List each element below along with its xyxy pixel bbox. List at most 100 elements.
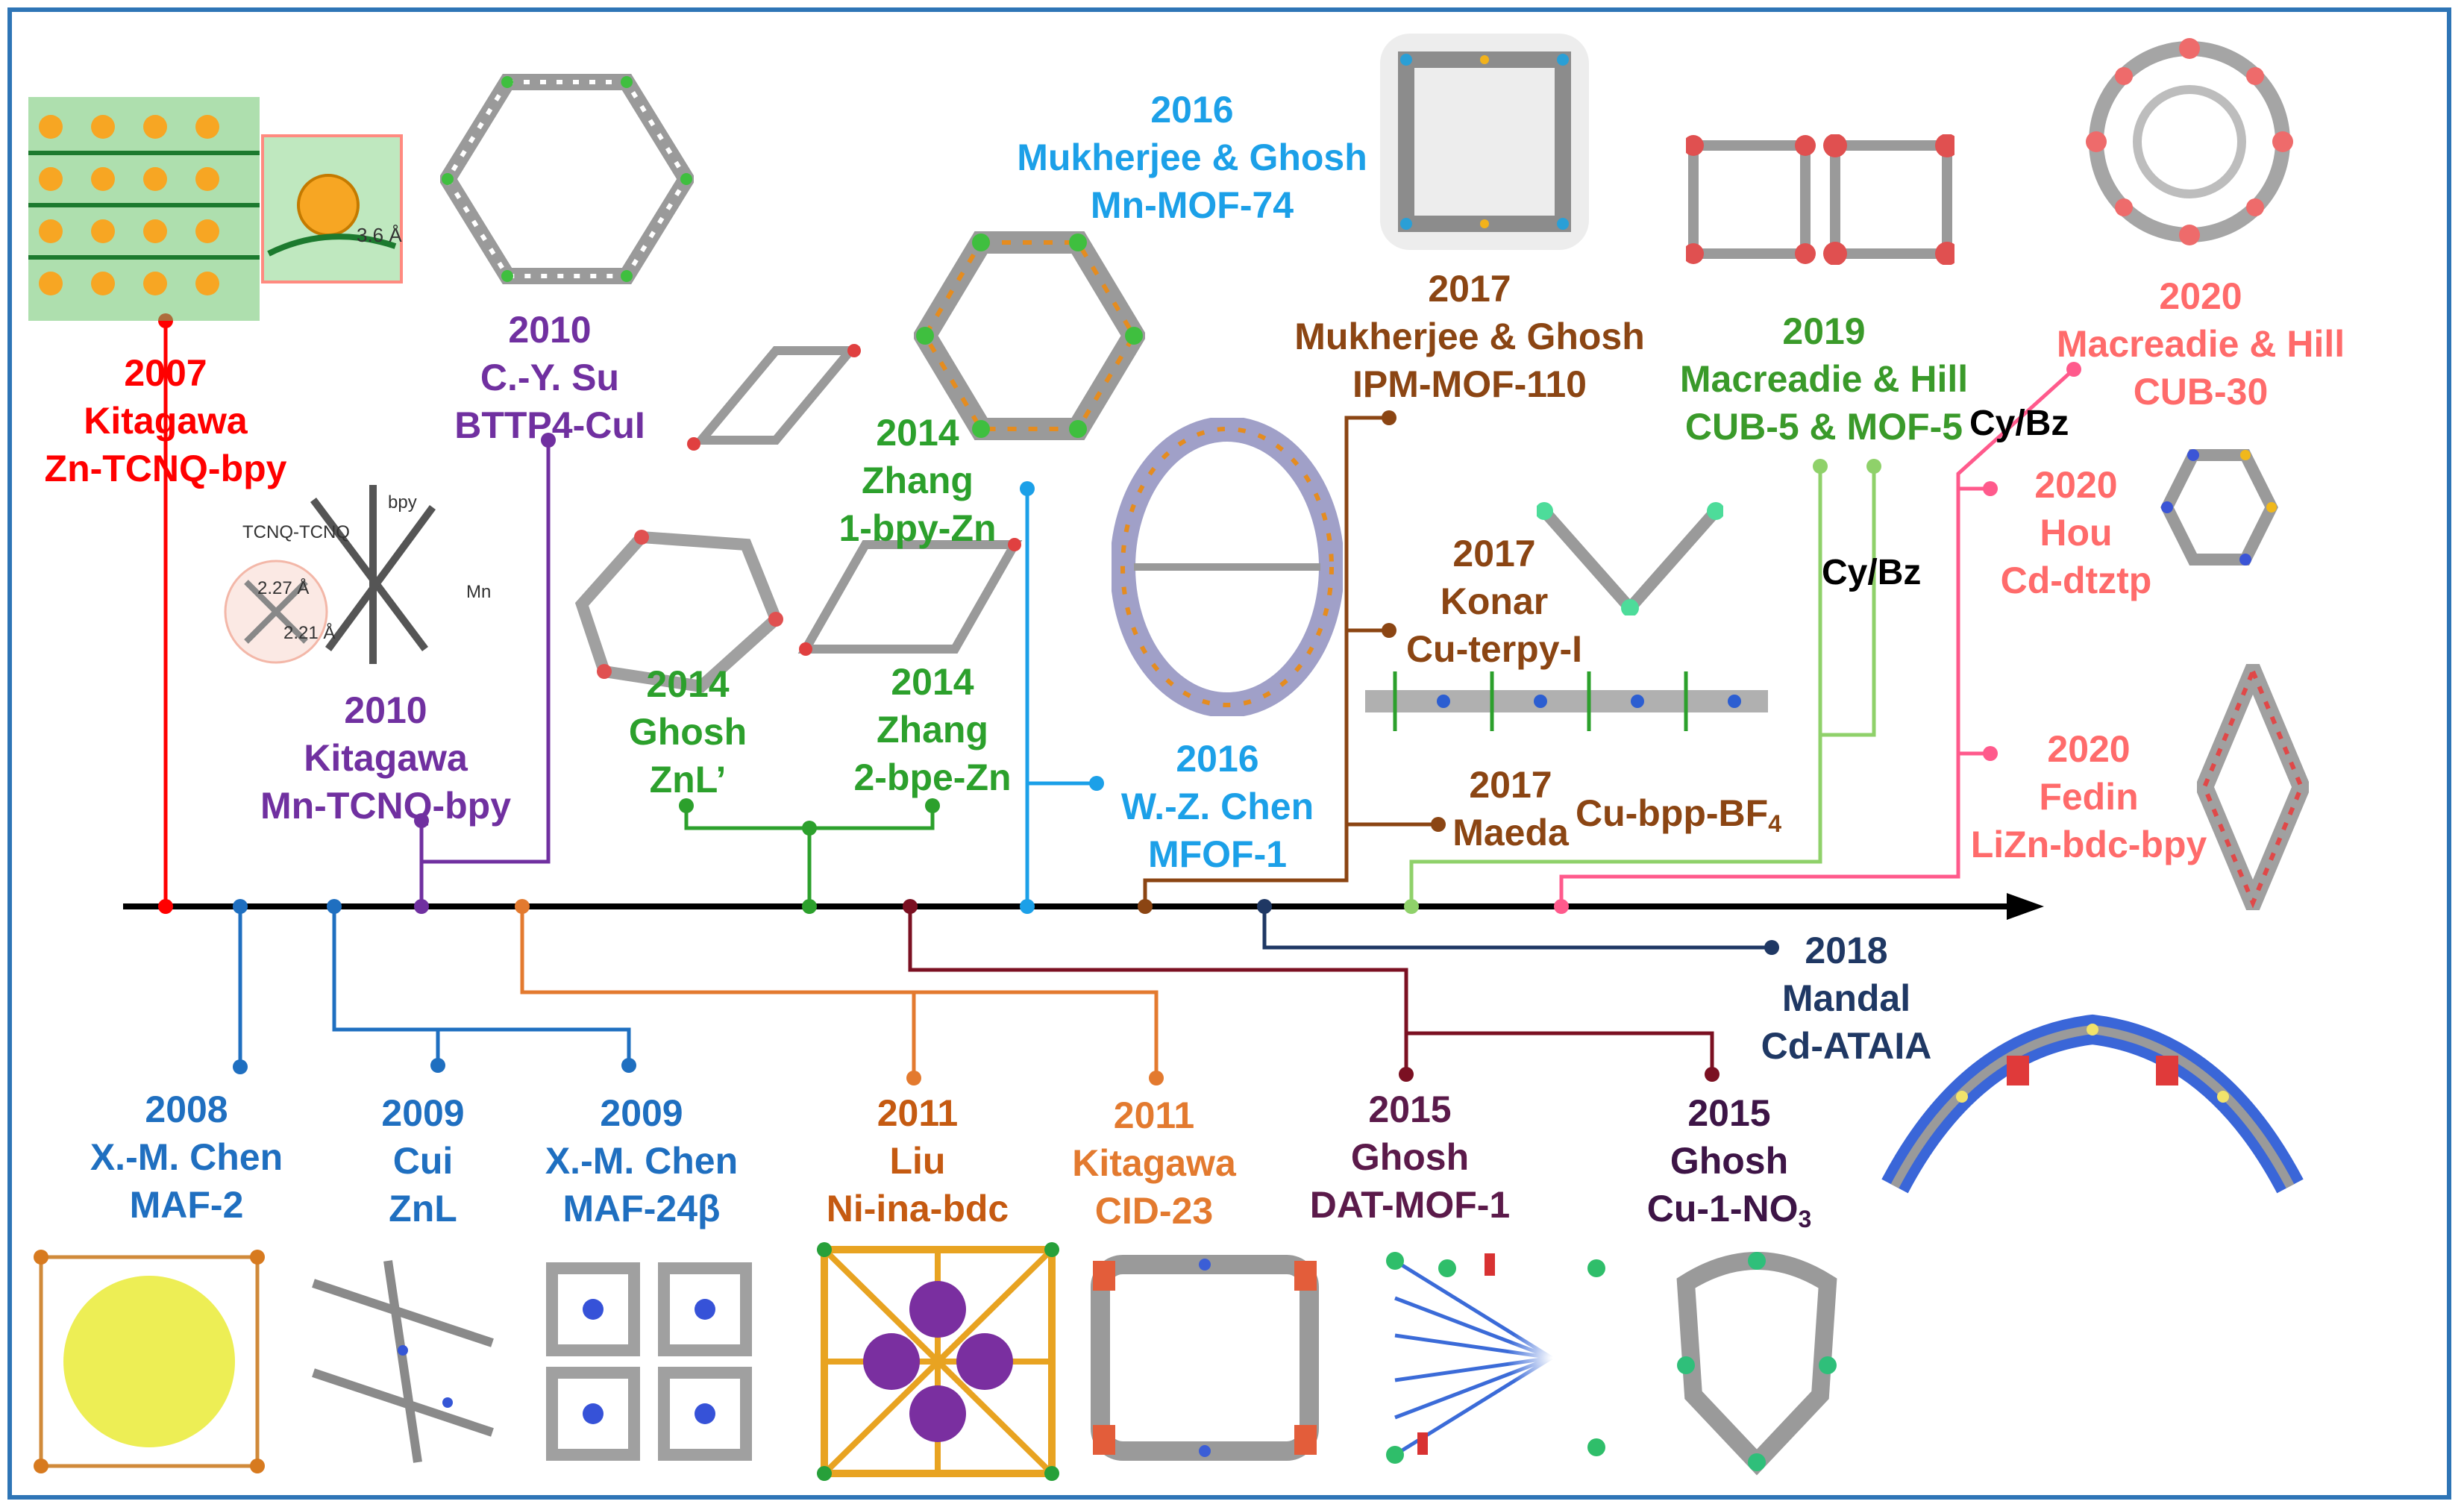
distance-label-1: 2.27 Å xyxy=(257,578,310,598)
crystal-structure-icon xyxy=(1091,1255,1319,1461)
entry-2010-kitagawa: 2010 Kitagawa Mn-TCNQ-bpy xyxy=(260,686,511,830)
entry-compound-line: Cu-bpp-BF4 xyxy=(1576,789,1781,839)
entry-2014-ghosh: 2014 Ghosh ZnL’ xyxy=(629,660,747,803)
entry-compound: 1-bpy-Zn xyxy=(838,507,997,549)
entry-year: 2020 xyxy=(2159,275,2242,317)
entry-year: 2016 xyxy=(1176,738,1259,780)
crystal-structure-icon xyxy=(261,134,403,283)
entry-2010-su: 2010 C.-Y. Su BTTP4-CuI xyxy=(454,306,645,449)
entry-compound: Cd-dtztp xyxy=(2000,560,2152,601)
entry-year: 2014 xyxy=(646,663,730,705)
distance-label: 3.6 Å xyxy=(357,224,402,246)
entry-2015-ghosh-cu: 2015 Ghosh Cu-1-NO3 xyxy=(1647,1089,1812,1235)
crystal-structure-icon xyxy=(1112,418,1343,716)
crystal-structure-icon xyxy=(34,1250,265,1473)
crystal-structure-icon xyxy=(2197,664,2309,910)
entry-2020-macreadie: 2020 Macreadie & Hill CUB-30 xyxy=(2057,272,2345,416)
entry-compound: CUB-30 xyxy=(2133,371,2269,413)
entry-2007: 2007 Kitagawa Zn-TCNQ-bpy xyxy=(45,349,287,492)
crystal-structure-icon xyxy=(1686,134,1954,265)
entry-compound: CID-23 xyxy=(1094,1190,1214,1232)
entry-year: 2017 xyxy=(1428,268,1511,310)
entry-author: C.-Y. Su xyxy=(480,357,620,398)
entry-author: X.-M. Chen xyxy=(90,1136,283,1178)
entry-year: 2015 xyxy=(1368,1088,1452,1130)
entry-author: Ghosh xyxy=(628,711,747,753)
entry-compound: Cd-ATAIA xyxy=(1761,1025,1932,1067)
entry-compound-subscript: 3 xyxy=(1798,1206,1812,1232)
entry-2009-chen: 2009 X.-M. Chen MAF-24β xyxy=(545,1089,738,1232)
entry-author: Liu xyxy=(889,1140,946,1182)
metal-label: Mn xyxy=(466,582,492,602)
entry-compound: MAF-2 xyxy=(129,1184,244,1226)
entry-author: Mukherjee & Ghosh xyxy=(1017,137,1367,178)
crystal-structure-icon xyxy=(1881,1014,2304,1194)
entry-year: 2011 xyxy=(1113,1094,1195,1136)
crystal-structure-icon xyxy=(817,1242,1059,1481)
crystal-structure-icon xyxy=(1365,671,1768,731)
bpy-label: bpy xyxy=(388,492,417,513)
entry-year: 2014 xyxy=(891,661,974,703)
entry-2017-konar: 2017 Konar Cu-terpy-I xyxy=(1406,530,1582,673)
entry-compound-subscript: 4 xyxy=(1768,810,1782,837)
entry-year: 2015 xyxy=(1687,1092,1771,1134)
crystal-structure-icon xyxy=(797,538,1023,656)
crystal-structure-icon xyxy=(1380,34,1589,250)
entry-year: 2017 xyxy=(1452,533,1536,574)
entry-author: Kitagawa xyxy=(84,400,248,442)
entry-author: Maeda xyxy=(1452,812,1569,853)
entry-author: Macreadie & Hill xyxy=(2056,323,2345,365)
guest-label-cybz: Cy/Bz xyxy=(1822,553,1922,592)
entry-author: Zhang xyxy=(877,709,988,751)
entry-compound: ZnL xyxy=(389,1188,457,1229)
entry-2018-mandal: 2018 Mandal Cd-ATAIA xyxy=(1761,927,1932,1070)
entry-2011-kitagawa: 2011 Kitagawa CID-23 xyxy=(1072,1091,1236,1235)
crystal-structure-icon xyxy=(2086,38,2293,245)
entry-author: Cui xyxy=(392,1140,454,1182)
entry-2009-cui: 2009 Cui ZnL xyxy=(381,1089,464,1232)
entry-2017-maeda: 2017 Maeda xyxy=(1452,761,1569,856)
entry-compound: 2-bpe-Zn xyxy=(853,756,1012,798)
entry-year: 2014 xyxy=(876,412,959,454)
entry-year: 2008 xyxy=(145,1088,228,1130)
crystal-structure-icon xyxy=(312,1260,494,1463)
connector-2010 xyxy=(419,440,551,906)
entry-author: Kitagawa xyxy=(304,737,468,779)
crystal-structure-icon xyxy=(1537,502,1723,615)
entry-2020-hou: 2020 Hou Cd-dtztp xyxy=(2001,461,2152,604)
entry-year: 2007 xyxy=(124,352,207,394)
entry-compound: MFOF-1 xyxy=(1147,833,1288,875)
entry-compound: Zn-TCNQ-bpy xyxy=(44,448,287,489)
crystal-structure-icon xyxy=(224,485,436,664)
entry-2019-macreadie: 2019 Macreadie & Hill CUB-5 & MOF-5 xyxy=(1680,307,1968,451)
entry-year: 2011 xyxy=(877,1092,959,1134)
entry-compound: Cu-1-NO xyxy=(1646,1188,1799,1229)
entry-author: Ghosh xyxy=(1350,1136,1470,1178)
entry-2020-fedin: 2020 Fedin LiZn-bdc-bpy xyxy=(1971,725,2207,868)
entry-author: Mukherjee & Ghosh xyxy=(1294,316,1645,357)
guest-label-cybz: Cy/Bz xyxy=(1969,404,2069,443)
entry-compound: Mn-TCNQ-bpy xyxy=(260,785,512,827)
crystal-structure-icon xyxy=(574,530,783,693)
entry-author: Macreadie & Hill xyxy=(1679,358,1969,400)
entry-author: Zhang xyxy=(862,460,974,501)
crystal-structure-icon xyxy=(28,97,260,321)
entry-2014-zhang-bpy: 2014 Zhang 1-bpy-Zn xyxy=(838,409,996,552)
connector-2018 xyxy=(1262,906,1772,950)
entry-year: 2016 xyxy=(1150,89,1234,131)
timeline-arrowhead xyxy=(2007,893,2044,920)
entry-author: Hou xyxy=(2040,512,2113,554)
crystal-structure-icon xyxy=(440,74,694,284)
entry-2014-zhang-bpe: 2014 Zhang 2-bpe-Zn xyxy=(853,658,1011,801)
connector-2009 xyxy=(332,906,631,1065)
entry-year: 2009 xyxy=(381,1092,465,1134)
entry-compound: Ni-ina-bdc xyxy=(826,1188,1009,1229)
entry-year: 2020 xyxy=(2047,728,2131,770)
entry-2017-mukherjee: 2017 Mukherjee & Ghosh IPM-MOF-110 xyxy=(1294,265,1645,408)
entry-2016-mukherjee: 2016 Mukherjee & Ghosh Mn-MOF-74 xyxy=(1017,86,1367,229)
entry-author: W.-Z. Chen xyxy=(1120,786,1314,827)
entry-compound: CUB-5 & MOF-5 xyxy=(1684,406,1963,448)
entry-compound-line: Cu-1-NO3 xyxy=(1647,1185,1812,1235)
entry-compound: Cu-bpp-BF xyxy=(1575,792,1769,834)
